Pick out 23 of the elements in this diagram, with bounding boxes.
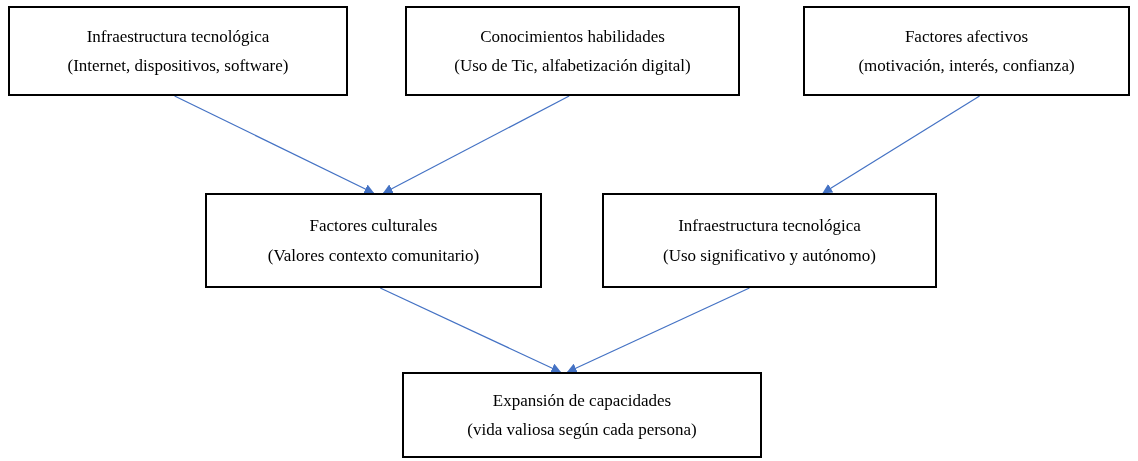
- arrow: [566, 287, 750, 373]
- process-box: [602, 193, 937, 288]
- process-box: [205, 193, 542, 288]
- box-heading: Infraestructura tecnológica: [678, 215, 861, 237]
- box-heading: Conocimientos habilidades: [480, 25, 665, 47]
- box-subtitle: (Valores contexto comunitario): [267, 244, 480, 266]
- process-box: [803, 6, 1130, 96]
- box-heading: Infraestructura tecnológica: [86, 25, 270, 47]
- arrow: [382, 95, 570, 194]
- process-box: [405, 6, 740, 96]
- box-subtitle: (Uso significativo y autónomo): [663, 244, 876, 266]
- box-heading: Factores culturales: [309, 215, 438, 237]
- box-heading: Factores afectivos: [904, 25, 1029, 47]
- arrow: [822, 95, 981, 194]
- box-subtitle: (Internet, dispositivos, software): [67, 55, 289, 77]
- box-subtitle: (vida valiosa según cada persona): [467, 419, 697, 441]
- process-box: [8, 6, 348, 96]
- box-subtitle: (Uso de Tic, alfabetización digital): [454, 55, 691, 77]
- box-heading: Expansión de capacidades: [492, 389, 672, 411]
- box-subtitle: (motivación, interés, confianza): [858, 55, 1075, 77]
- process-box: [402, 372, 762, 458]
- arrow: [379, 287, 562, 373]
- arrow: [174, 95, 375, 194]
